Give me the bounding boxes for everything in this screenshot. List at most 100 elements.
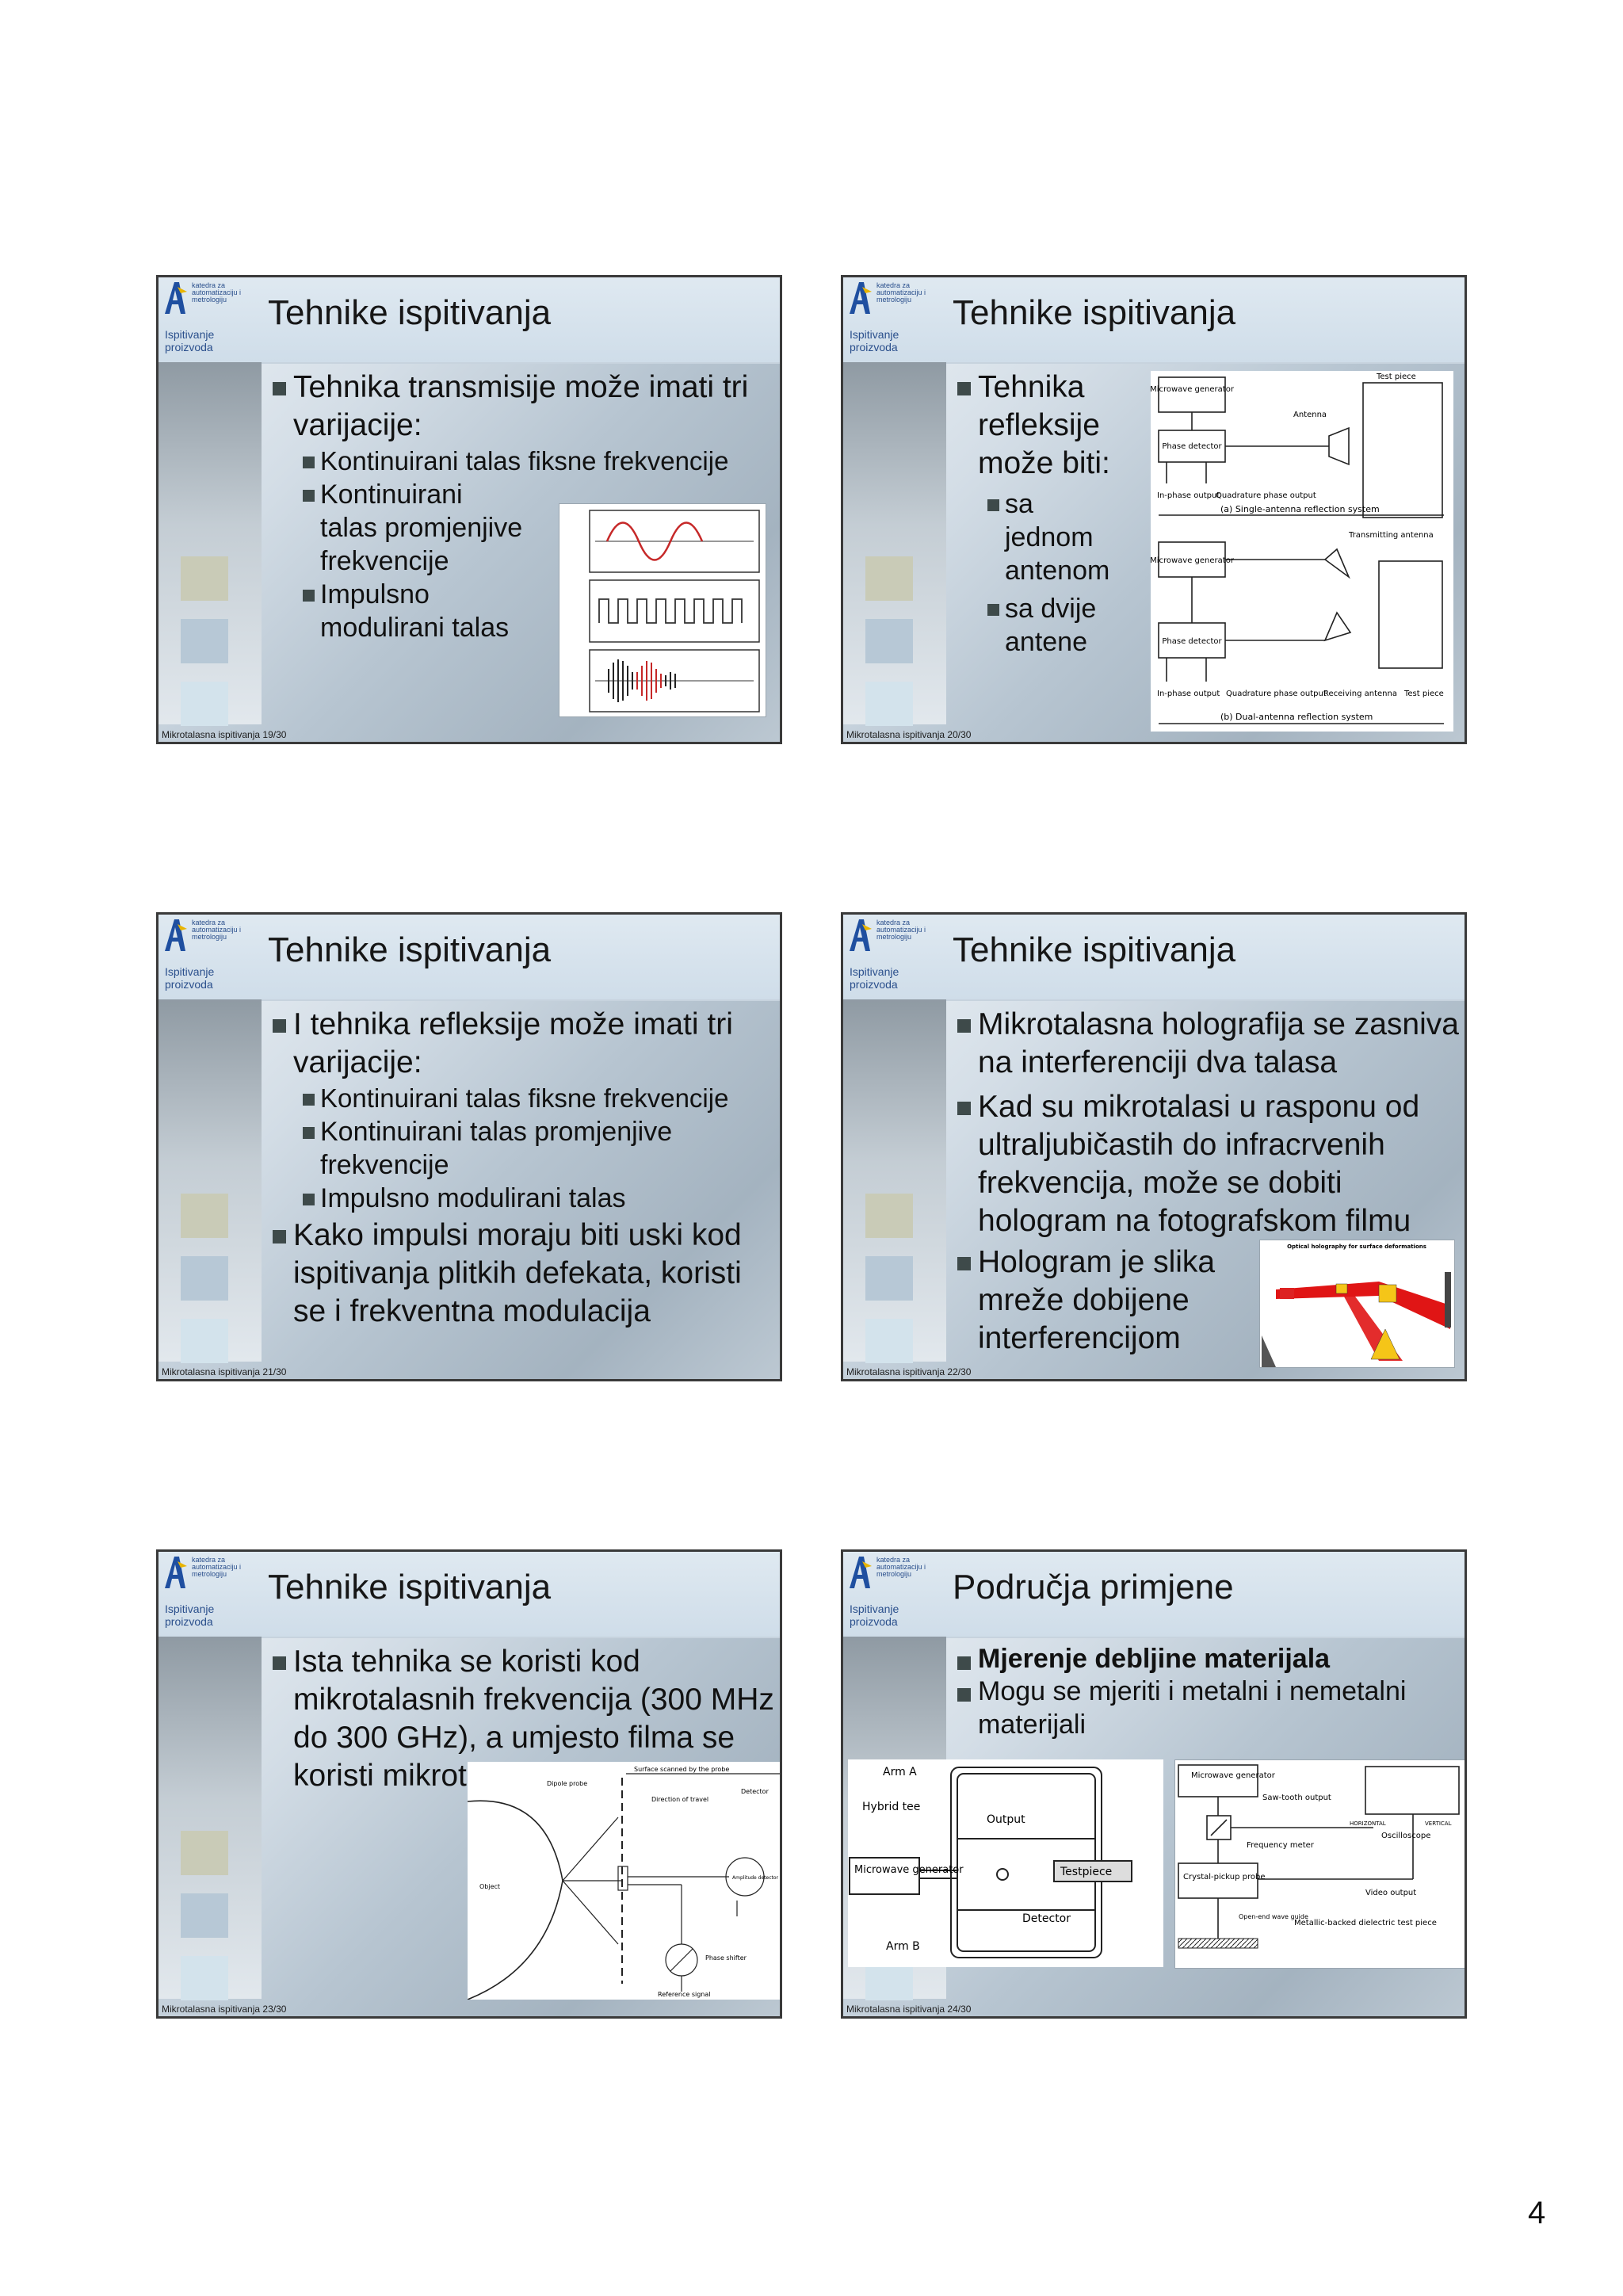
decor-square xyxy=(865,1256,913,1301)
bullet: I tehnika refleksije može imati tri vari… xyxy=(269,1006,777,1082)
slide-title: Tehnike ispitivanja xyxy=(953,930,1236,969)
bullet: Mikrotalasna holografija se zasniva na i… xyxy=(954,1006,1461,1082)
fig-label: Detector xyxy=(1022,1912,1071,1925)
bullet: Tehnika transmisije može imati tri varij… xyxy=(269,369,777,445)
oscilloscope-figure: Microwave generator Saw-tooth output Fre… xyxy=(1174,1759,1465,1969)
slide-header-bar xyxy=(843,1552,1465,1638)
waveform-diagram xyxy=(589,510,760,712)
fig-label: Microwave generator xyxy=(854,1864,964,1876)
sub-bullet: Kontinuirani talas fiksne frekvencije xyxy=(269,1082,777,1115)
fig-label: In-phase output xyxy=(1157,491,1220,500)
reflection-system-figure: Microwave generator Phase detector In-ph… xyxy=(1151,371,1453,732)
fig-label: In-phase output xyxy=(1157,690,1220,698)
fig-label: Saw-tooth output xyxy=(1262,1794,1331,1802)
fig-label: Quadrature phase output xyxy=(1216,491,1316,500)
fig-label: Surface scanned by the probe xyxy=(634,1766,729,1773)
slide-sidebar xyxy=(158,362,262,724)
slide-title: Tehnike ispitivanja xyxy=(268,293,552,332)
fig-label: Hybrid tee xyxy=(862,1801,920,1813)
fig-label: Dipole probe xyxy=(547,1780,587,1787)
slide-title: Tehnike ispitivanja xyxy=(268,1568,552,1606)
logo-a-icon xyxy=(165,282,187,314)
slide-sidebar xyxy=(843,999,946,1362)
fig-label: Microwave generator xyxy=(1191,1771,1276,1780)
fig-label: Crystal-pickup probe xyxy=(1183,1873,1266,1881)
fig-label: Object xyxy=(479,1883,500,1890)
fig-label: Arm B xyxy=(886,1940,920,1953)
fig-label: Output xyxy=(987,1813,1025,1826)
slide-title: Tehnike ispitivanja xyxy=(268,930,552,969)
fig-label: Phase detector xyxy=(1162,442,1222,451)
fig-label: Open-end wave guide xyxy=(1239,1913,1308,1920)
decor-square xyxy=(181,619,228,663)
decor-square xyxy=(181,1893,228,1938)
logo-a-icon xyxy=(850,919,872,951)
decor-square xyxy=(181,556,228,601)
fig-label: Detector xyxy=(741,1788,769,1795)
fig-label: Metallic-backed dielectric test piece xyxy=(1294,1919,1437,1927)
fig-label: VERTICAL xyxy=(1425,1820,1452,1827)
decor-square xyxy=(181,682,228,726)
logo-a-icon xyxy=(165,1557,187,1588)
fig-label: Test piece xyxy=(1376,372,1416,381)
decor-square xyxy=(865,619,913,663)
bullet: Mogu se mjeriti i metalni i nemetalni ma… xyxy=(954,1675,1453,1741)
slide-sidebar xyxy=(158,1637,262,1999)
slide-bullets: Tehnika refleksije može biti: sa jednom … xyxy=(954,369,1128,659)
probe-scanning-diagram: Surface scanned by the probe Dipole prob… xyxy=(468,1766,780,2000)
probe-scanning-figure: Surface scanned by the probe Dipole prob… xyxy=(468,1762,780,2000)
slide-header-bar xyxy=(843,277,1465,364)
fig-label: Arm A xyxy=(883,1766,917,1778)
fig-label: Receiving antenna xyxy=(1323,690,1397,698)
slide-bullets: Tehnika transmisije može imati tri varij… xyxy=(269,369,777,644)
slide-footer: Mikrotalasna ispitivanja 23/30 xyxy=(162,2004,287,2015)
decor-square xyxy=(865,1194,913,1238)
bullet: Kad su mikrotalasi u rasponu od ultralju… xyxy=(954,1088,1461,1240)
holography-figure: Optical holography for surface deformati… xyxy=(1259,1240,1455,1368)
sub-bullet: sa jednom antenom xyxy=(954,487,1124,587)
sub-bullet: Kontinuirani talas fiksne frekvencije xyxy=(269,445,777,478)
hybrid-tee-figure: Arm A Hybrid tee Microwave generator Arm… xyxy=(848,1759,1163,1967)
fig-caption: (b) Dual-antenna reflection system xyxy=(1220,712,1373,722)
slide-header-bar xyxy=(843,915,1465,1001)
hybrid-tee-diagram: Arm A Hybrid tee Microwave generator Arm… xyxy=(849,1766,1132,1958)
fig-label: Phase detector xyxy=(1162,637,1222,646)
slide-footer: Mikrotalasna ispitivanja 24/30 xyxy=(846,2004,972,2015)
fig-label: Quadrature phase output xyxy=(1226,690,1327,698)
slide-bullets: Mikrotalasna holografija se zasniva na i… xyxy=(954,1006,1461,1358)
holography-diagram: Optical holography for surface deformati… xyxy=(1262,1244,1451,1367)
logo-a-icon xyxy=(850,1557,872,1588)
fig-label: Transmitting antenna xyxy=(1348,531,1434,540)
fig-label: Phase shifter xyxy=(705,1954,747,1962)
slide-bullets: I tehnika refleksije može imati tri vari… xyxy=(269,1006,777,1331)
slide-footer: Mikrotalasna ispitivanja 20/30 xyxy=(846,729,972,740)
bullet: Kako impulsi moraju biti uski kod ispiti… xyxy=(269,1217,777,1331)
fig-caption: (a) Single-antenna reflection system xyxy=(1220,504,1380,514)
decor-square xyxy=(865,682,913,726)
fig-label: Oscilloscope xyxy=(1381,1832,1430,1840)
decor-square xyxy=(181,1956,228,2000)
sub-bullet: Impulsno modulirani talas xyxy=(269,578,526,644)
decor-square xyxy=(181,1319,228,1363)
slide-footer: Mikrotalasna ispitivanja 21/30 xyxy=(162,1366,287,1377)
slide-footer: Mikrotalasna ispitivanja 22/30 xyxy=(846,1366,972,1377)
bullet: Hologram je slika mreže dobijene interfe… xyxy=(954,1244,1263,1358)
